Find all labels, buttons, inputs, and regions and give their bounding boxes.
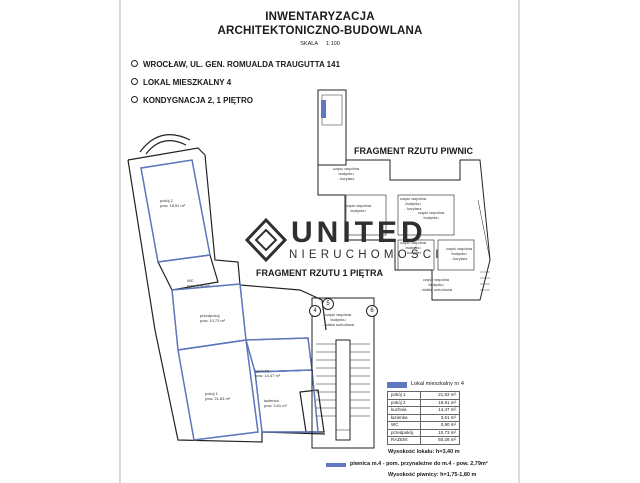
area-room-name: przedpokój (387, 428, 421, 437)
room-2-outline (140, 159, 211, 263)
area-room-value: 10,73 m² (420, 428, 460, 437)
axis-mark-6: 6 (366, 305, 378, 317)
cellar-walls (317, 89, 491, 301)
title-line-1: INWENTARYZACJA (265, 11, 375, 23)
room-1-outline (177, 339, 259, 441)
logo-diamond-inner (254, 228, 278, 252)
scale-word: SKALA (300, 41, 318, 47)
legend-swatch (387, 382, 407, 388)
area-room-value: 3,61 m² (420, 413, 460, 422)
upper-wall (127, 147, 327, 331)
fragment-cellar-label: FRAGMENT RZUTU PIWNIC (354, 146, 473, 156)
cellar-shaft (317, 89, 347, 166)
apartment-blue-outline (140, 159, 319, 441)
watermark-logo (244, 217, 288, 263)
room-label-bathroom: łazienka pow. 3,61 m² (264, 398, 287, 408)
cellar-room-4 (437, 239, 475, 271)
area-room-value: 18,91 m² (420, 398, 460, 407)
cellar-label-5: część wspólna budynku - korytarz (400, 240, 427, 255)
cellar-outline (317, 159, 491, 301)
staircase (311, 297, 375, 449)
area-room-value: 21,83 m² (420, 391, 460, 400)
area-room-name: RAZEM: (387, 436, 421, 445)
room-label-kitchen: kuchnia pow. 14,47 m² (255, 368, 281, 378)
area-room-name: łazienka (387, 413, 421, 422)
area-room-name: WC (387, 421, 421, 430)
axis-mark-4: 4 (309, 305, 321, 317)
info-address-text: WROCŁAW, UL. GEN. ROMUALDA TRAUGUTTA 141 (143, 60, 341, 69)
axis-mark-5: 5 (322, 298, 334, 310)
room-label-room2: pokój 2 pow. 18,91 m² (160, 198, 186, 208)
cellar-unit-highlight (321, 100, 326, 118)
bullet-circle-icon (131, 78, 138, 85)
staircase-outline (311, 297, 375, 449)
scale-label: SKALA 1:100 (0, 41, 640, 47)
area-room-name: pokój 1 (387, 391, 421, 400)
footer-unit-height: Wysokość lokalu: h=3,40 m (388, 449, 460, 455)
cellar-label-4: część wspólna budynku (418, 210, 445, 220)
scale-value: 1:100 (325, 41, 340, 47)
balcony-arc (139, 134, 191, 153)
balcony-arc-inner (145, 140, 187, 155)
fragment-floor-label: FRAGMENT RZUTU 1 PIĘTRA (256, 268, 383, 278)
room-label-room1: pokój 1 pow. 21,83 m² (205, 391, 231, 401)
watermark-name: UNITED (291, 216, 427, 249)
logo-diamond-outer (244, 217, 288, 263)
legend-label: Lokal mieszkalny nr 4 (411, 381, 464, 387)
staircase-well (335, 339, 351, 441)
cellar-room-3 (397, 239, 435, 271)
area-room-name: pokój 2 (387, 398, 421, 407)
bullet-circle-icon (131, 60, 138, 67)
watermark-subtitle: NIERUCHOMOŚCI (289, 249, 443, 261)
cellar-label-1: część wspólna budynku - korytarz (333, 166, 360, 181)
title-line-2: ARCHITEKTONICZNO-BUDOWLANA (217, 25, 423, 37)
info-storey-text: KONDYGNACJA 2, 1 PIĘTRO (143, 96, 253, 105)
room-label-staircase: część wspólna budynku - klatka schodowa (322, 312, 355, 327)
cellar-room-2 (397, 194, 455, 236)
footer-cellar-swatch (326, 463, 346, 467)
room-label-wc: WC pow. 0,90 m² (187, 278, 210, 288)
stair-steps (316, 343, 370, 431)
footer-cellar-note: piwnica m.4 - pom. przynależne do m.4 - … (350, 461, 488, 467)
cellar-label-6: część wspólna budynku - korytarz (446, 246, 473, 261)
bullet-circle-icon (131, 96, 138, 103)
info-address: WROCŁAW, UL. GEN. ROMUALDA TRAUGUTTA 141 (131, 60, 340, 69)
footer-cellar-height: Wysokość piwnicy: h=1,75-1,80 m (388, 472, 477, 478)
cellar-label-2: część wspólna budynku (345, 203, 372, 213)
area-room-value: 0,90 m² (420, 421, 460, 430)
area-room-value: 60,28 m² (420, 436, 460, 445)
area-room-name: kuchnia (387, 406, 421, 415)
cellar-label-7: część wspólna budynku - klatka schodowa (420, 277, 453, 292)
cellar-room-1 (345, 194, 387, 236)
area-room-value: 14,47 m² (420, 406, 460, 415)
info-storey: KONDYGNACJA 2, 1 PIĘTRO (131, 96, 253, 105)
area-table-row: RAZEM:60,28 m² (387, 436, 460, 445)
kitchen-outline (245, 337, 313, 373)
info-unit: LOKAL MIESZKALNY 4 (131, 78, 231, 87)
room-label-hall: przedpokój pow. 10,73 m² (200, 313, 226, 323)
cellar-label-3: część wspólna budynku - korytarz (400, 196, 427, 211)
info-unit-text: LOKAL MIESZKALNY 4 (143, 78, 232, 87)
